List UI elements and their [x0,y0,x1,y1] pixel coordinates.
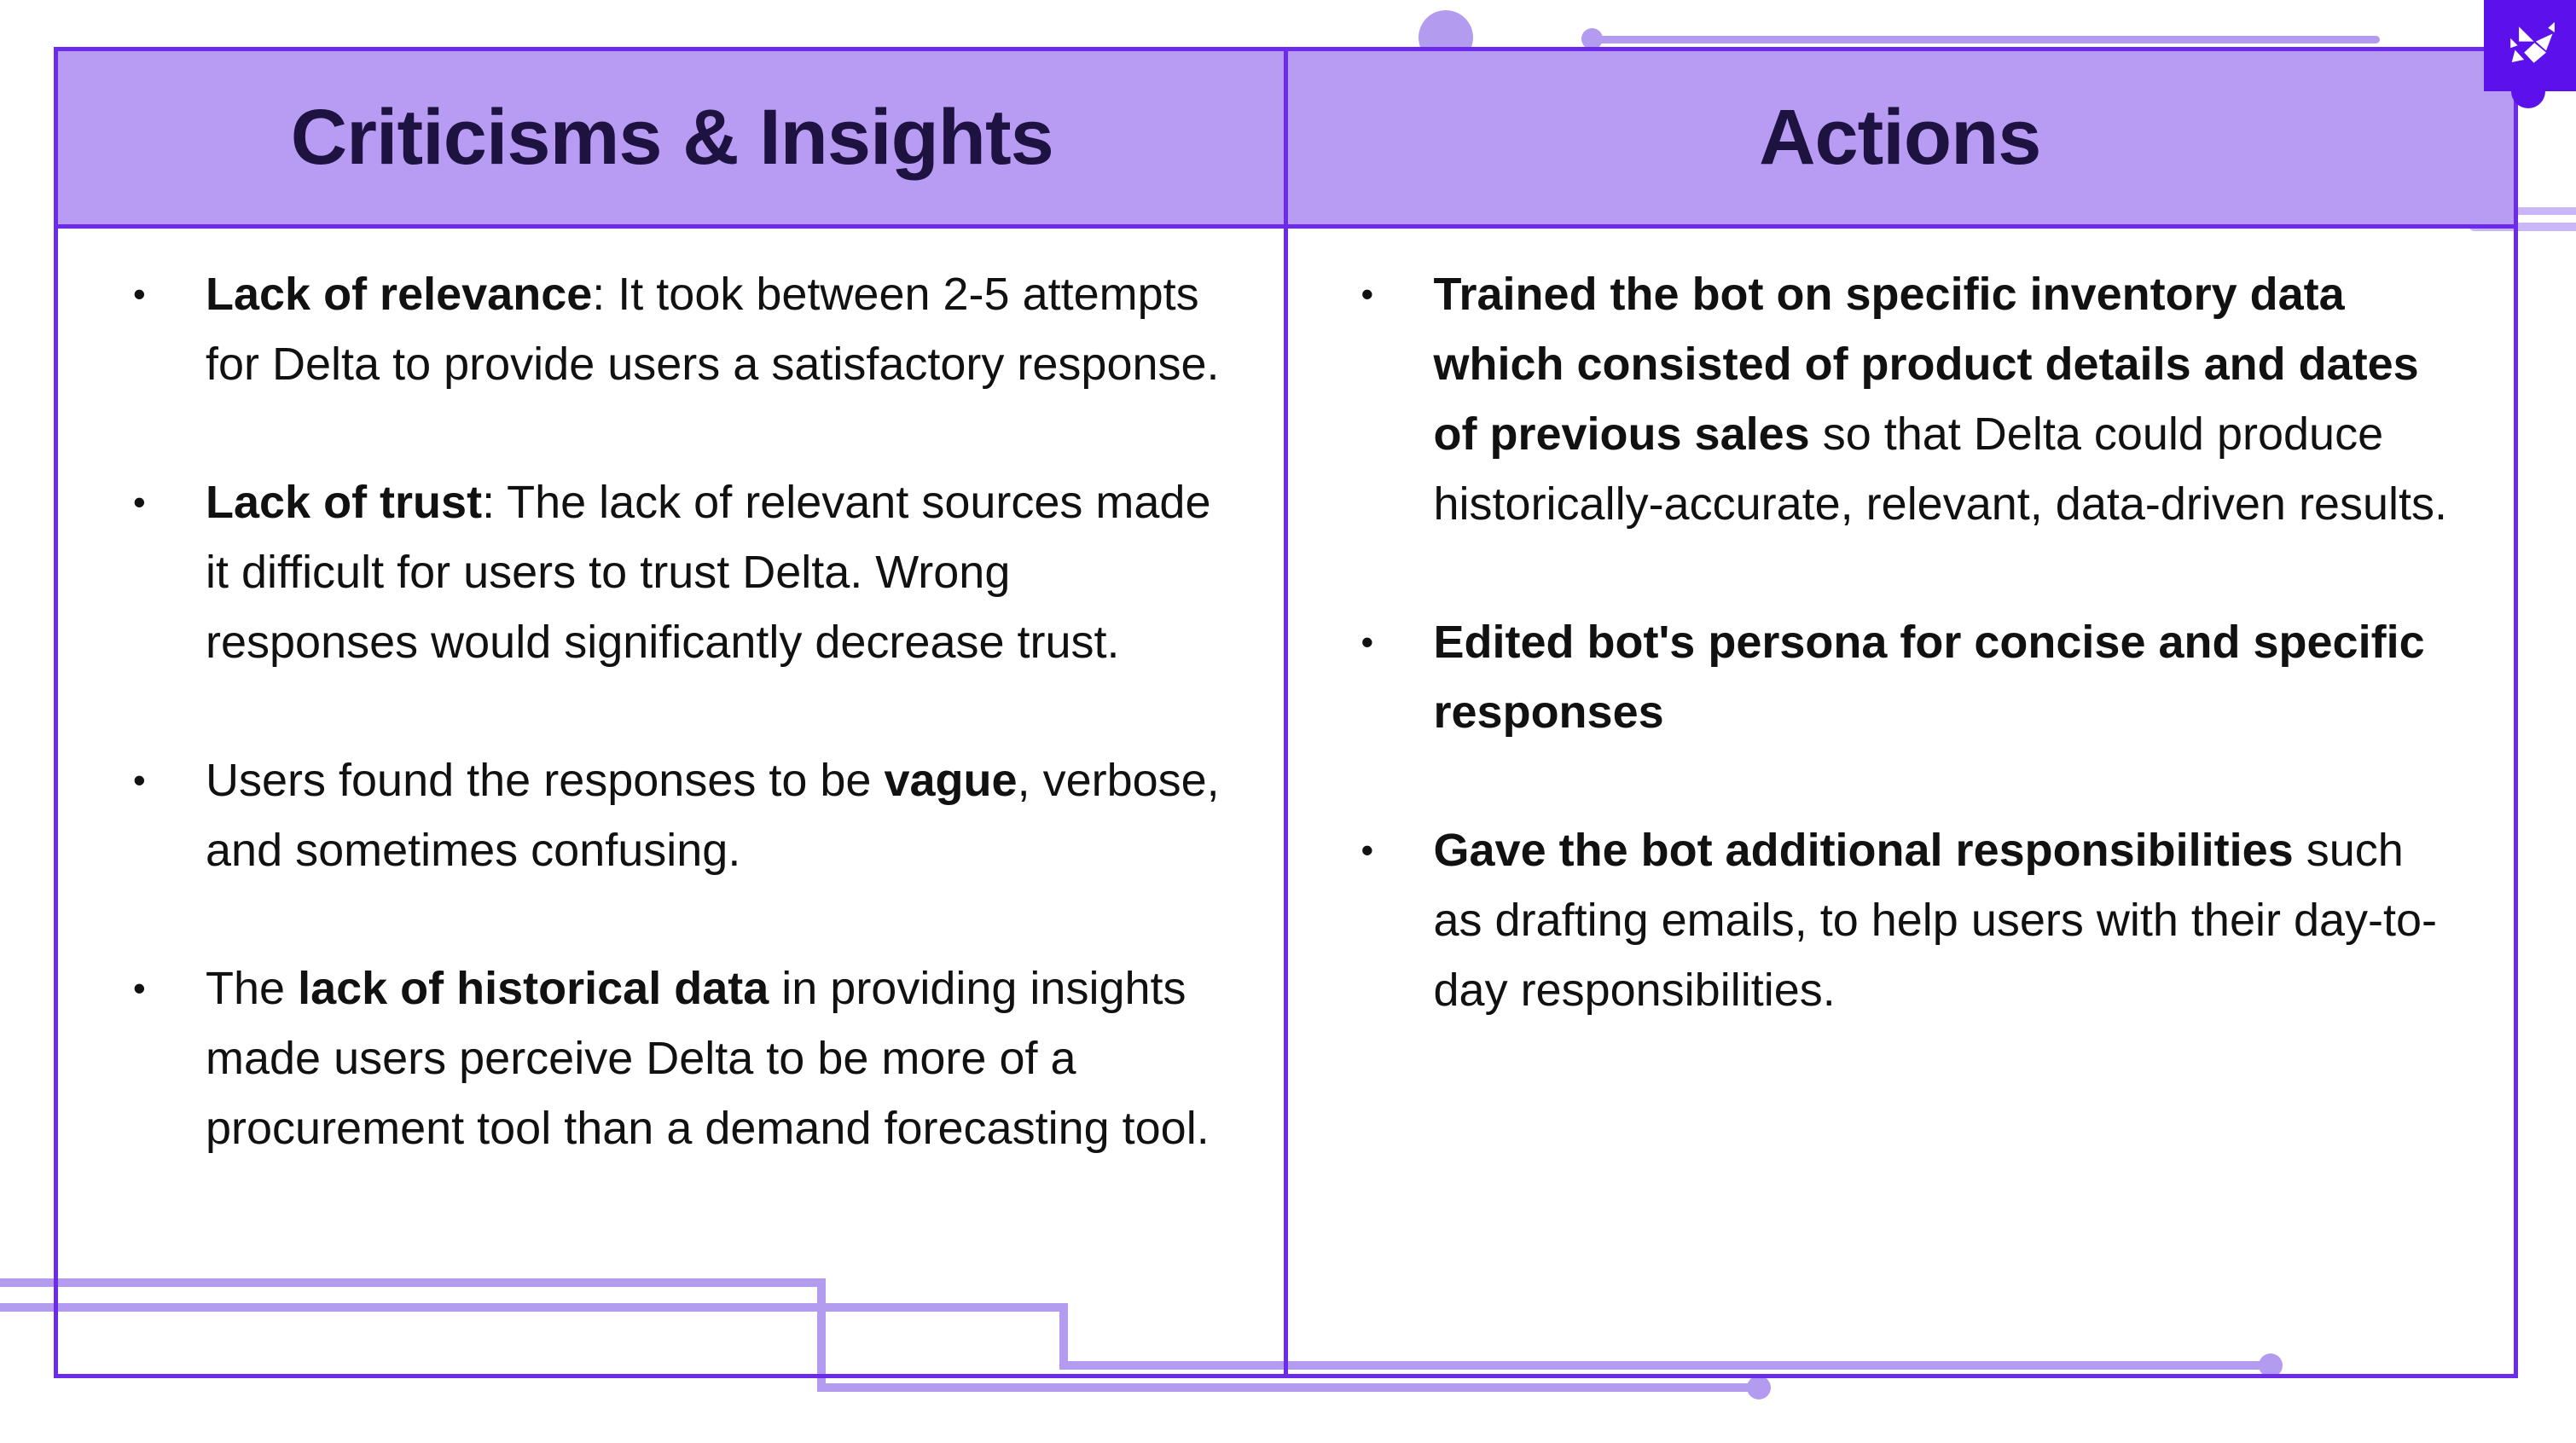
decor-right-edge-line-upper [2518,207,2576,215]
criticisms-actions-table: Criticisms & Insights Actions • Lack of r… [54,47,2518,1378]
bullet-marker: • [1361,830,1374,870]
logo-tile-bump [2511,91,2545,108]
bullet-text: Lack of trust: The lack of relevant sour… [206,477,1211,668]
decor-bottom-line2-vertical [1059,1303,1068,1370]
bullet-item: • Lack of relevance: It took between 2-5 … [133,259,1235,399]
bullet-text: Edited bot's persona for concise and spe… [1433,617,2425,738]
actions-header-title: Actions [1759,94,2041,181]
criticisms-bullet-list: • Lack of relevance: It took between 2-5 … [58,229,1286,1163]
bullet-text: Lack of relevance: It took between 2-5 a… [206,269,1220,390]
decor-right-edge-line-lower [2469,223,2576,231]
bullet-marker: • [1361,622,1374,662]
table-body-row: • Lack of relevance: It took between 2-5 … [58,229,2514,1374]
bullet-marker: • [133,274,146,314]
bullet-item: • Edited bot's persona for concise and sp… [1361,607,2463,747]
decor-top-line [1595,36,2380,43]
decor-bottom-line2-end-dot [2259,1353,2283,1377]
decor-bottom-line1-end-dot [1747,1376,1771,1400]
bullet-item: • Lack of trust: The lack of relevant sou… [133,467,1235,677]
bullet-item: • Trained the bot on specific inventory d… [1361,259,2463,539]
bullet-item: • The lack of historical data in providin… [133,953,1235,1163]
criticisms-header-title: Criticisms & Insights [290,94,1054,181]
bullet-text: Users found the responses to be vague, v… [206,755,1220,876]
actions-cell: • Trained the bot on specific inventory d… [1286,229,2515,1374]
bullet-text: Gave the bot additional responsibilities… [1433,825,2438,1016]
decor-bottom-line2-horizontal2 [1059,1361,2271,1370]
bullet-marker: • [133,968,146,1008]
bullet-marker: • [133,760,146,800]
origami-bird-icon [2510,21,2555,63]
bullet-marker: • [1361,274,1374,314]
criticisms-cell: • Lack of relevance: It took between 2-5 … [58,229,1286,1374]
bullet-item: • Users found the responses to be vague, … [133,745,1235,885]
header-cell-criticisms: Criticisms & Insights [58,51,1286,224]
decor-bottom-line1-vertical [817,1278,826,1392]
header-cell-actions: Actions [1286,51,2515,224]
bullet-item: • Gave the bot additional responsibilitie… [1361,815,2463,1025]
actions-bullet-list: • Trained the bot on specific inventory d… [1286,229,2515,1025]
column-divider [1284,51,1288,1374]
logo-tile [2484,0,2576,91]
bullet-text: Trained the bot on specific inventory da… [1433,269,2448,530]
bullet-text: The lack of historical data in providing… [206,963,1210,1154]
decor-bottom-line2-horizontal [0,1303,1068,1312]
decor-bottom-line1-horizontal [0,1278,826,1287]
decor-bottom-line1-horizontal2 [817,1383,1759,1392]
bullet-marker: • [133,482,146,522]
